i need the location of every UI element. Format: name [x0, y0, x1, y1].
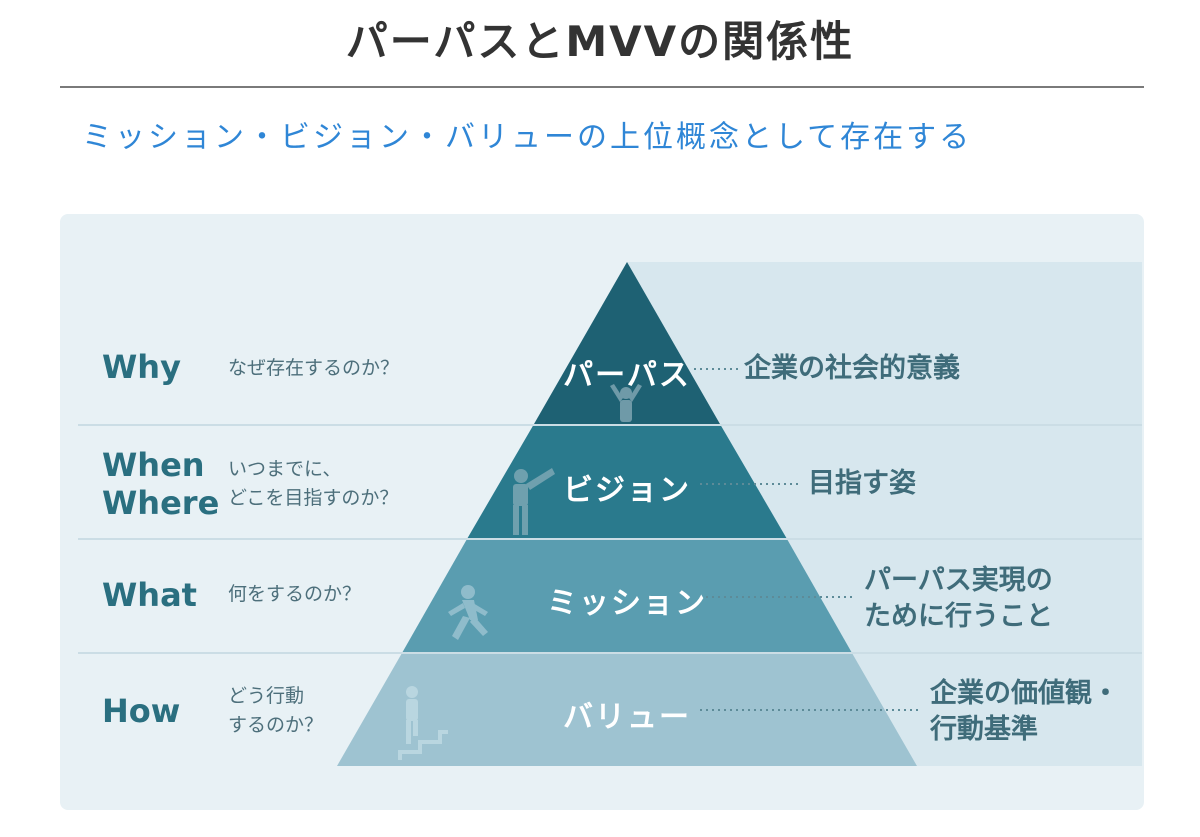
- person-running-icon: [448, 585, 488, 640]
- question-label-what: What: [102, 576, 197, 614]
- question-text-what: 何をするのか？: [228, 583, 362, 605]
- band-separator: [78, 652, 1142, 654]
- page-title: パーパスとMVVの関係性: [345, 17, 855, 66]
- tier-vision: [467, 424, 787, 539]
- desc-purpose: 企業の社会的意義: [744, 353, 960, 384]
- band-separator: [78, 424, 1142, 426]
- tier-mission: [402, 539, 852, 653]
- band-separator: [78, 538, 1142, 540]
- person-climbing-stairs-icon: [398, 686, 448, 760]
- question-label-how: How: [102, 692, 181, 730]
- question-text-why: なぜ存在するのか？: [228, 357, 400, 379]
- tier-label-purpose: パーパス: [563, 358, 691, 393]
- desc-value: 企業の価値観・ 行動基準: [930, 678, 1119, 745]
- page-subtitle: ミッション・ビジョン・バリューの上位概念として存在する: [82, 120, 973, 155]
- person-arms-raised-icon: [610, 384, 642, 422]
- question-label-when-where: When Where: [102, 446, 220, 522]
- question-text-how: どう行動 するのか？: [228, 685, 324, 736]
- title-divider: [60, 86, 1144, 88]
- pyramid-shadow-wedge: [627, 262, 1142, 766]
- desc-vision: 目指す姿: [808, 468, 916, 499]
- question-label-why: Why: [102, 348, 181, 386]
- question-text-when-where: いつまでに、 どこを目指すのか？: [228, 458, 399, 509]
- desc-mission: パーパス実現の ために行うこと: [864, 565, 1053, 632]
- tier-label-value: バリュー: [563, 700, 691, 735]
- tier-label-mission: ミッション: [547, 586, 707, 621]
- tier-value: [337, 653, 917, 766]
- person-telescope-icon: [513, 468, 555, 535]
- tier-label-vision: ビジョン: [563, 473, 691, 508]
- tier-purpose: [534, 262, 720, 424]
